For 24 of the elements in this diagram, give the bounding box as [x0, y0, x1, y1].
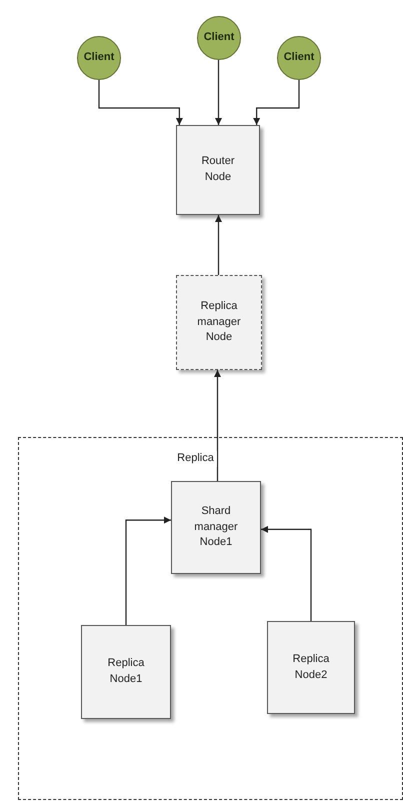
dashed-group-region [18, 437, 403, 800]
node-label: Replica Node2 [292, 652, 330, 682]
client-circle [77, 36, 121, 80]
arrow [215, 60, 222, 125]
dashed-process-box [176, 275, 262, 370]
node-label: Replica Node1 [106, 656, 146, 687]
node-label: Client [84, 50, 114, 66]
client-circle [277, 36, 321, 80]
node-label: Shard manager Node1 [193, 504, 239, 550]
arrow [214, 370, 221, 481]
process-box [171, 481, 261, 574]
node-label: Client [284, 50, 314, 66]
arrow [98, 80, 183, 125]
arrow [125, 516, 171, 625]
process-box [176, 125, 260, 215]
arrow [215, 215, 222, 275]
process-box [267, 621, 355, 714]
node-label: Client [204, 30, 234, 46]
client-circle [197, 16, 241, 60]
arrow [261, 526, 312, 621]
process-box [81, 625, 171, 719]
arrow [253, 80, 300, 125]
node-label: Replica manager Node [196, 298, 242, 346]
node-label: Router Node [200, 154, 236, 185]
